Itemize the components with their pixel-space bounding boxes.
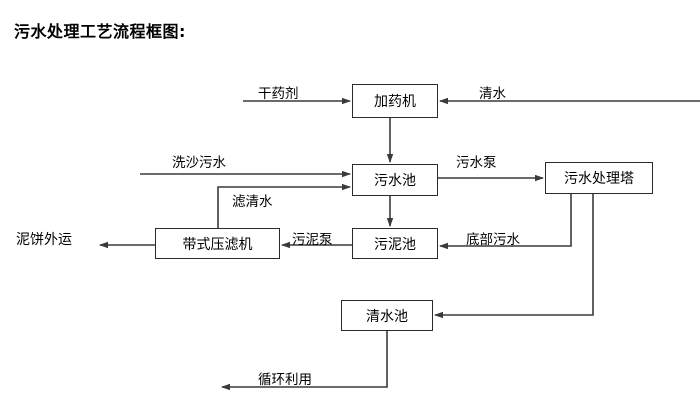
edge-label-dry-chemical: 干药剂 [258, 86, 299, 102]
edge-label-wastewater-pump: 污水泵 [456, 155, 497, 171]
edge-label-sand-wash-wastewater: 洗沙污水 [172, 155, 226, 171]
node-clear-water-pool[interactable]: 清水池 [341, 300, 433, 331]
edge-label-clean-water: 清水 [479, 86, 506, 102]
edge-tower-to-clear-water-pool [434, 194, 594, 319]
edge-label-recycle-reuse: 循环利用 [258, 372, 312, 388]
node-label: 污水池 [374, 173, 416, 189]
node-label: 带式压滤机 [182, 236, 253, 253]
node-dosing-machine[interactable]: 加药机 [352, 84, 438, 118]
node-sludge-pool[interactable]: 污泥池 [352, 228, 438, 259]
edge-label-sludge-pump: 污泥泵 [292, 232, 333, 248]
edge-clear-water-pool-to-recycle [221, 331, 388, 391]
node-label: 清水池 [366, 308, 408, 325]
node-belt-filter-press[interactable]: 带式压滤机 [155, 228, 280, 259]
node-treatment-tower[interactable]: 污水处理塔 [545, 162, 653, 194]
node-label: 加药机 [374, 94, 416, 110]
endpoint-label-mud-cake-transport: 泥饼外运 [16, 232, 72, 248]
node-label: 污水处理塔 [564, 171, 634, 187]
edge-label-bottom-wastewater: 底部污水 [466, 232, 520, 248]
node-label: 污泥池 [374, 236, 416, 253]
page-title: 污水处理工艺流程框图: [14, 22, 186, 41]
edge-filtered-water-to-wastewater-pool [217, 183, 351, 228]
node-wastewater-pool[interactable]: 污水池 [352, 164, 438, 196]
edge-tower-to-sludge-pool [439, 194, 572, 250]
edge-label-filtered-clear-water: 滤清水 [232, 194, 273, 210]
